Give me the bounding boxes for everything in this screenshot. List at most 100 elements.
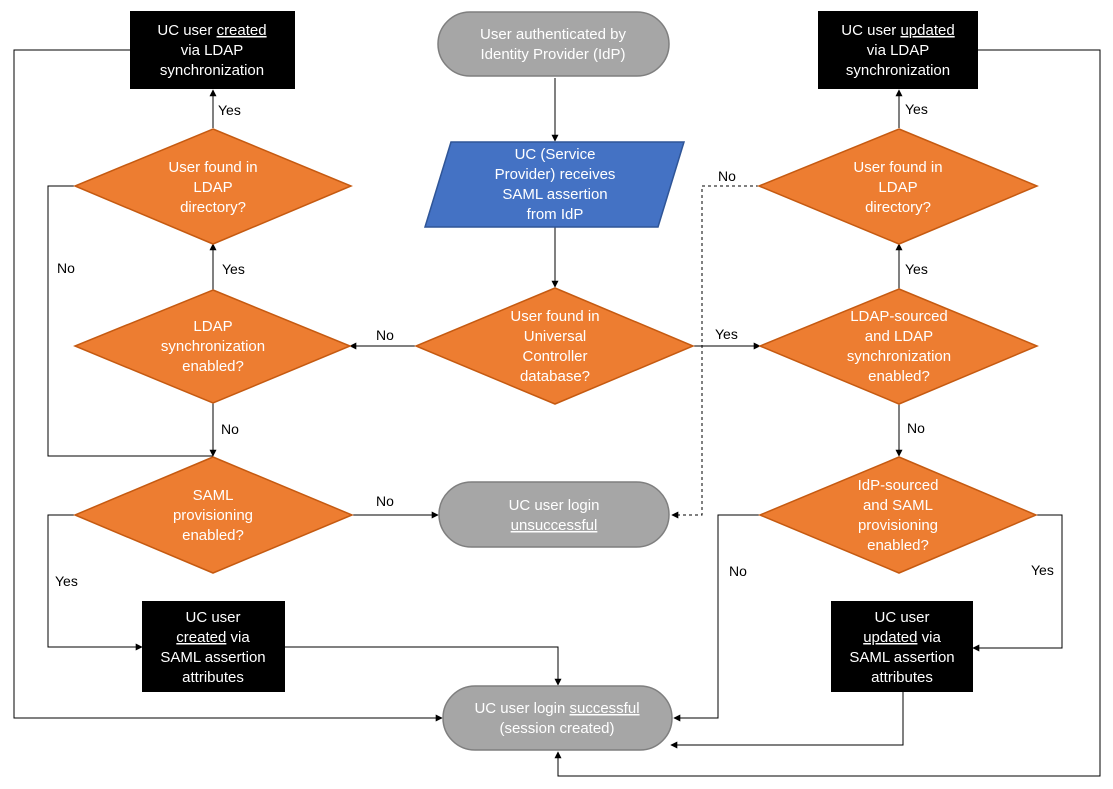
node-label-line: UC user updated [841, 22, 954, 39]
node-label-line: database? [520, 368, 590, 385]
login-unsuccessful-label: UC user login unsuccessful [509, 497, 600, 534]
node-label-line: attributes [182, 669, 244, 686]
node-label-line: User found in [168, 159, 257, 176]
node-label-line: synchronization [846, 62, 950, 79]
node-label-line: Controller [522, 348, 587, 365]
node-label-emphasis: unsuccessful [511, 517, 598, 534]
edge-label-db-yes: Yes [715, 326, 738, 342]
updated-via-ldap-label: UC user updated via LDAP synchronization [841, 22, 954, 79]
node-label-segment: Identity Provider (IdP) [480, 46, 625, 63]
created-via-saml-process [142, 601, 285, 692]
node-label-segment: (session created) [499, 720, 614, 737]
node-label-line: User found in [510, 308, 599, 325]
idp-sourced-right-label: IdP-sourced and SAML provisioning enabled? [858, 477, 939, 554]
edge-ldap-found-right-no [671, 185, 759, 519]
node-label-segment: LDAP-sourced [850, 308, 948, 325]
node-label-line: via LDAP [867, 42, 930, 59]
node-label-line: UC (Service [515, 146, 596, 163]
node-label-segment: directory? [865, 199, 931, 216]
created-via-ldap-process [130, 11, 295, 89]
connectors [13, 49, 1101, 777]
found-in-db-decision [414, 287, 695, 405]
updated-via-ldap-process [818, 11, 978, 89]
node-label-line: UC user [874, 609, 929, 626]
saml-prov-left-decision [73, 456, 354, 574]
node-label-segment: attributes [871, 669, 933, 686]
node-label-segment: via [917, 629, 941, 646]
node-label-segment: UC user login [474, 700, 569, 717]
node-label-line: created via [176, 629, 250, 646]
node-label-line: UC user [185, 609, 240, 626]
edge-idp-sourced-no [673, 514, 760, 722]
node-label-line: LDAP [193, 179, 232, 196]
node-label-line: directory? [180, 199, 246, 216]
node-label-segment: SAML assertion [849, 649, 954, 666]
edge-created-saml-to-success [285, 646, 562, 686]
login-successful-label: UC user login successful (session created… [474, 700, 639, 737]
edge-created-ldap-to-success [13, 49, 443, 722]
node-label-line: provisioning [858, 517, 938, 534]
node-label-segment: SAML assertion [160, 649, 265, 666]
node-label-segment: synchronization [846, 62, 950, 79]
node-label-line: updated via [863, 629, 941, 646]
node-label-segment: database? [520, 368, 590, 385]
node-label-segment: UC user login [509, 497, 600, 514]
node-label-segment: Provider) receives [495, 166, 616, 183]
node-label-segment: UC (Service [515, 146, 596, 163]
node-label-segment: User found in [168, 159, 257, 176]
node-label-segment: UC user [185, 609, 240, 626]
node-label-segment: synchronization [847, 348, 951, 365]
node-label-segment: User found in [510, 308, 599, 325]
node-label-line: User authenticated by [480, 26, 626, 43]
edge-label-ldap-sourced-no: No [907, 420, 925, 436]
node-label-segment: LDAP [878, 179, 917, 196]
node-labels: User authenticated by Identity Provider (… [157, 22, 954, 737]
node-label-segment: IdP-sourced [858, 477, 939, 494]
node-label-segment: via LDAP [867, 42, 930, 59]
node-label-segment: enabled? [182, 527, 244, 544]
node-label-segment: SAML assertion [502, 186, 607, 203]
node-label-line: unsuccessful [511, 517, 598, 534]
login-unsuccessful-terminal [438, 481, 670, 548]
edge-label-db-no: No [376, 327, 394, 343]
login-successful-terminal [442, 685, 673, 751]
edge-saml-left-yes [47, 514, 143, 651]
edge-label-ldap-sync-left-no: No [221, 421, 239, 437]
node-label-line: SAML assertion [160, 649, 265, 666]
edge-label-ldap-found-right-yes: Yes [905, 101, 928, 117]
node-label-line: from IdP [527, 206, 584, 223]
node-label-line: enabled? [868, 368, 930, 385]
found-in-ldap-left-decision [73, 128, 353, 245]
node-label-segment: Controller [522, 348, 587, 365]
node-label-line: directory? [865, 199, 931, 216]
edge-label-ldap-found-left-yes: Yes [218, 102, 241, 118]
idp-sourced-right-decision [758, 456, 1038, 574]
node-label-segment: LDAP [193, 318, 232, 335]
node-label-line: User found in [853, 159, 942, 176]
node-label-line: synchronization [847, 348, 951, 365]
shapes [73, 11, 1039, 751]
node-label-segment: provisioning [858, 517, 938, 534]
edge-label-ldap-found-right-no: No [718, 168, 736, 184]
node-label-emphasis: updated [863, 629, 917, 646]
node-label-line: UC user created [157, 22, 266, 39]
edge-label-idp-sourced-no: No [729, 563, 747, 579]
found-in-ldap-left-label: User found in LDAP directory? [168, 159, 257, 216]
node-label-emphasis: created [217, 22, 267, 39]
edge-label-saml-left-yes: Yes [55, 573, 78, 589]
node-label-emphasis: created [176, 629, 226, 646]
node-label-line: via LDAP [181, 42, 244, 59]
node-label-line: UC user login successful [474, 700, 639, 717]
node-label-line: SAML assertion [849, 649, 954, 666]
node-label-line: enabled? [867, 537, 929, 554]
edge-idp-sourced-yes [972, 514, 1063, 652]
edge-label-ldap-sourced-yes: Yes [905, 261, 928, 277]
node-label-segment: attributes [182, 669, 244, 686]
updated-via-saml-process [831, 601, 973, 692]
node-label-line: and SAML [863, 497, 933, 514]
node-label-line: enabled? [182, 358, 244, 375]
